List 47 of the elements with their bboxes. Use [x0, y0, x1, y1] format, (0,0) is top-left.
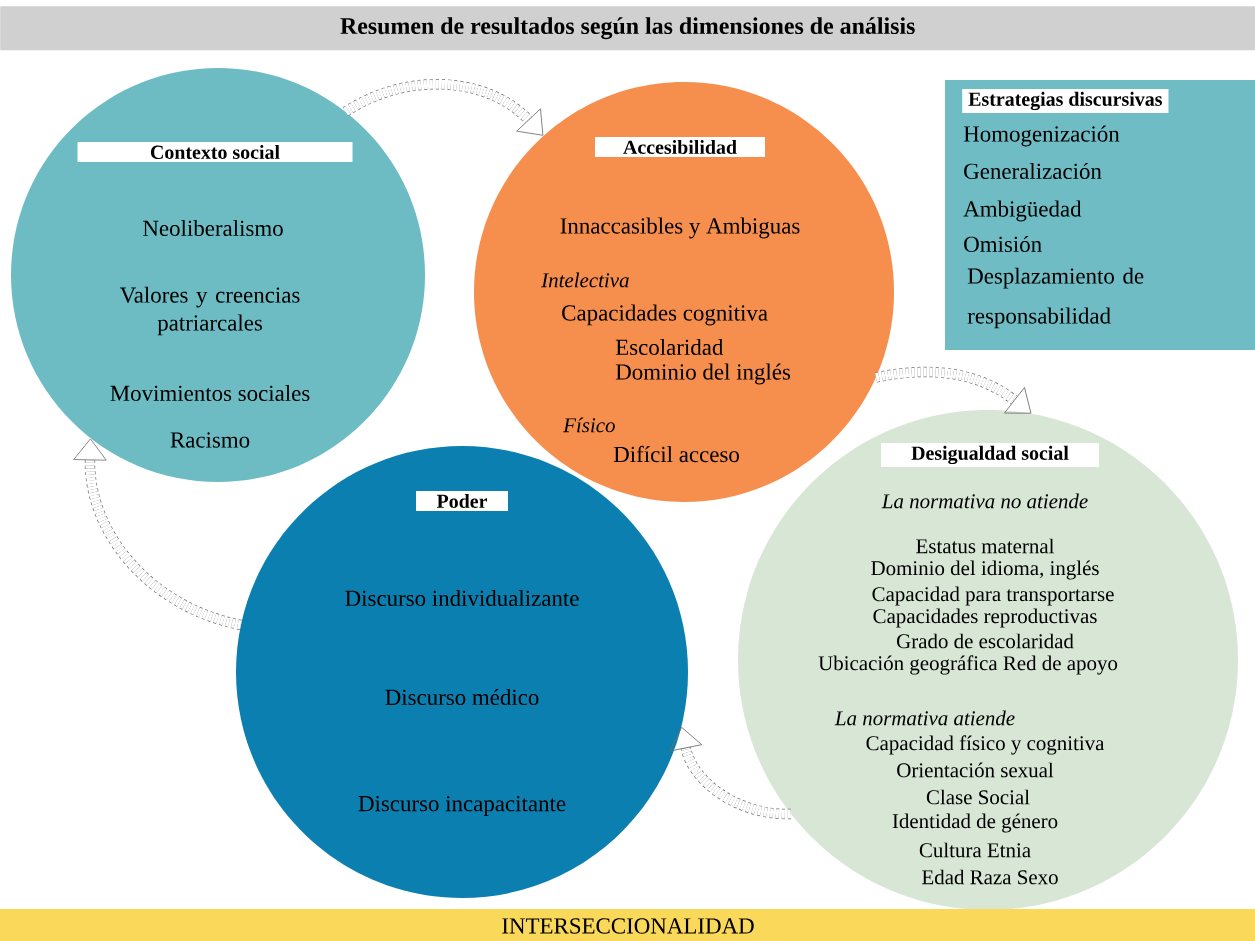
node-text: Estatus maternal: [916, 538, 1055, 554]
heading-label: Poder: [416, 491, 508, 511]
text-panel: [945, 80, 1255, 350]
node-text: Capacidad físico y cognitiva: [866, 735, 1105, 755]
node-text: Clase Social: [926, 789, 1030, 805]
heading-label: Desigualdad social: [881, 442, 1099, 468]
heading-label: Estrategias discursivas: [962, 88, 1169, 114]
node-text: Orientación sexual: [897, 762, 1054, 778]
node-text: Difícil acceso: [613, 445, 739, 463]
node-text: Innaccasibles y Ambiguas: [560, 217, 800, 239]
node-text: Valores y creencias patriarcales: [119, 286, 300, 336]
node-text: Capacidades cognitiva: [562, 304, 768, 326]
node-text: Generalización: [964, 162, 1102, 180]
block-arrow: [342, 79, 544, 136]
node-text: Edad Raza Sexo: [922, 869, 1058, 885]
node-text: Intelectiva: [541, 272, 629, 288]
node-text: Ubicación geográfica Red de apoyo: [818, 655, 1118, 675]
node-text: Homogenización: [963, 125, 1120, 147]
node-text: Identidad de género: [892, 813, 1058, 833]
node-text: Omisión: [964, 235, 1042, 253]
node-text: Dominio del inglés: [615, 363, 791, 385]
node-text: Discurso médico: [385, 688, 539, 706]
node-text: Grado de escolaridad: [897, 633, 1074, 649]
block-arrow: [73, 438, 243, 630]
block-arrow: [669, 726, 791, 820]
node-text: Movimientos sociales: [110, 384, 310, 402]
node-text: Dominio del idioma, inglés: [871, 560, 1099, 580]
node-text: INTERSECCIONALIDAD: [502, 918, 754, 934]
node-text: Neoliberalismo: [143, 219, 283, 237]
node-text: Capacidades reproductivas: [873, 608, 1097, 628]
circle-shape: [738, 410, 1238, 910]
node-text: Físico: [563, 417, 615, 433]
node-text: Racismo: [170, 432, 250, 448]
title-band: Resumen de resultados según las dimensiones de análisis: [0, 6, 1255, 51]
node-text: La normativa no atiende: [881, 493, 1088, 509]
node-text: Cultura Etnia: [919, 842, 1031, 858]
heading-label: Accesibilidad: [595, 137, 765, 157]
node-text: Ambigüedad: [963, 200, 1082, 222]
node-text: La normativa atiende: [834, 710, 1015, 726]
block-arrow: [875, 366, 1032, 414]
footer-band: [0, 909, 1255, 941]
node-text: Desplazamiento de responsabilidad: [967, 267, 1144, 329]
node-text: Capacidad para transportarse: [872, 586, 1114, 606]
node-text: Discurso incapacitante: [358, 795, 566, 816]
circle-shape: [11, 68, 425, 482]
node-text: Discurso individualizante: [345, 589, 579, 607]
node-text: Escolaridad: [615, 338, 724, 356]
